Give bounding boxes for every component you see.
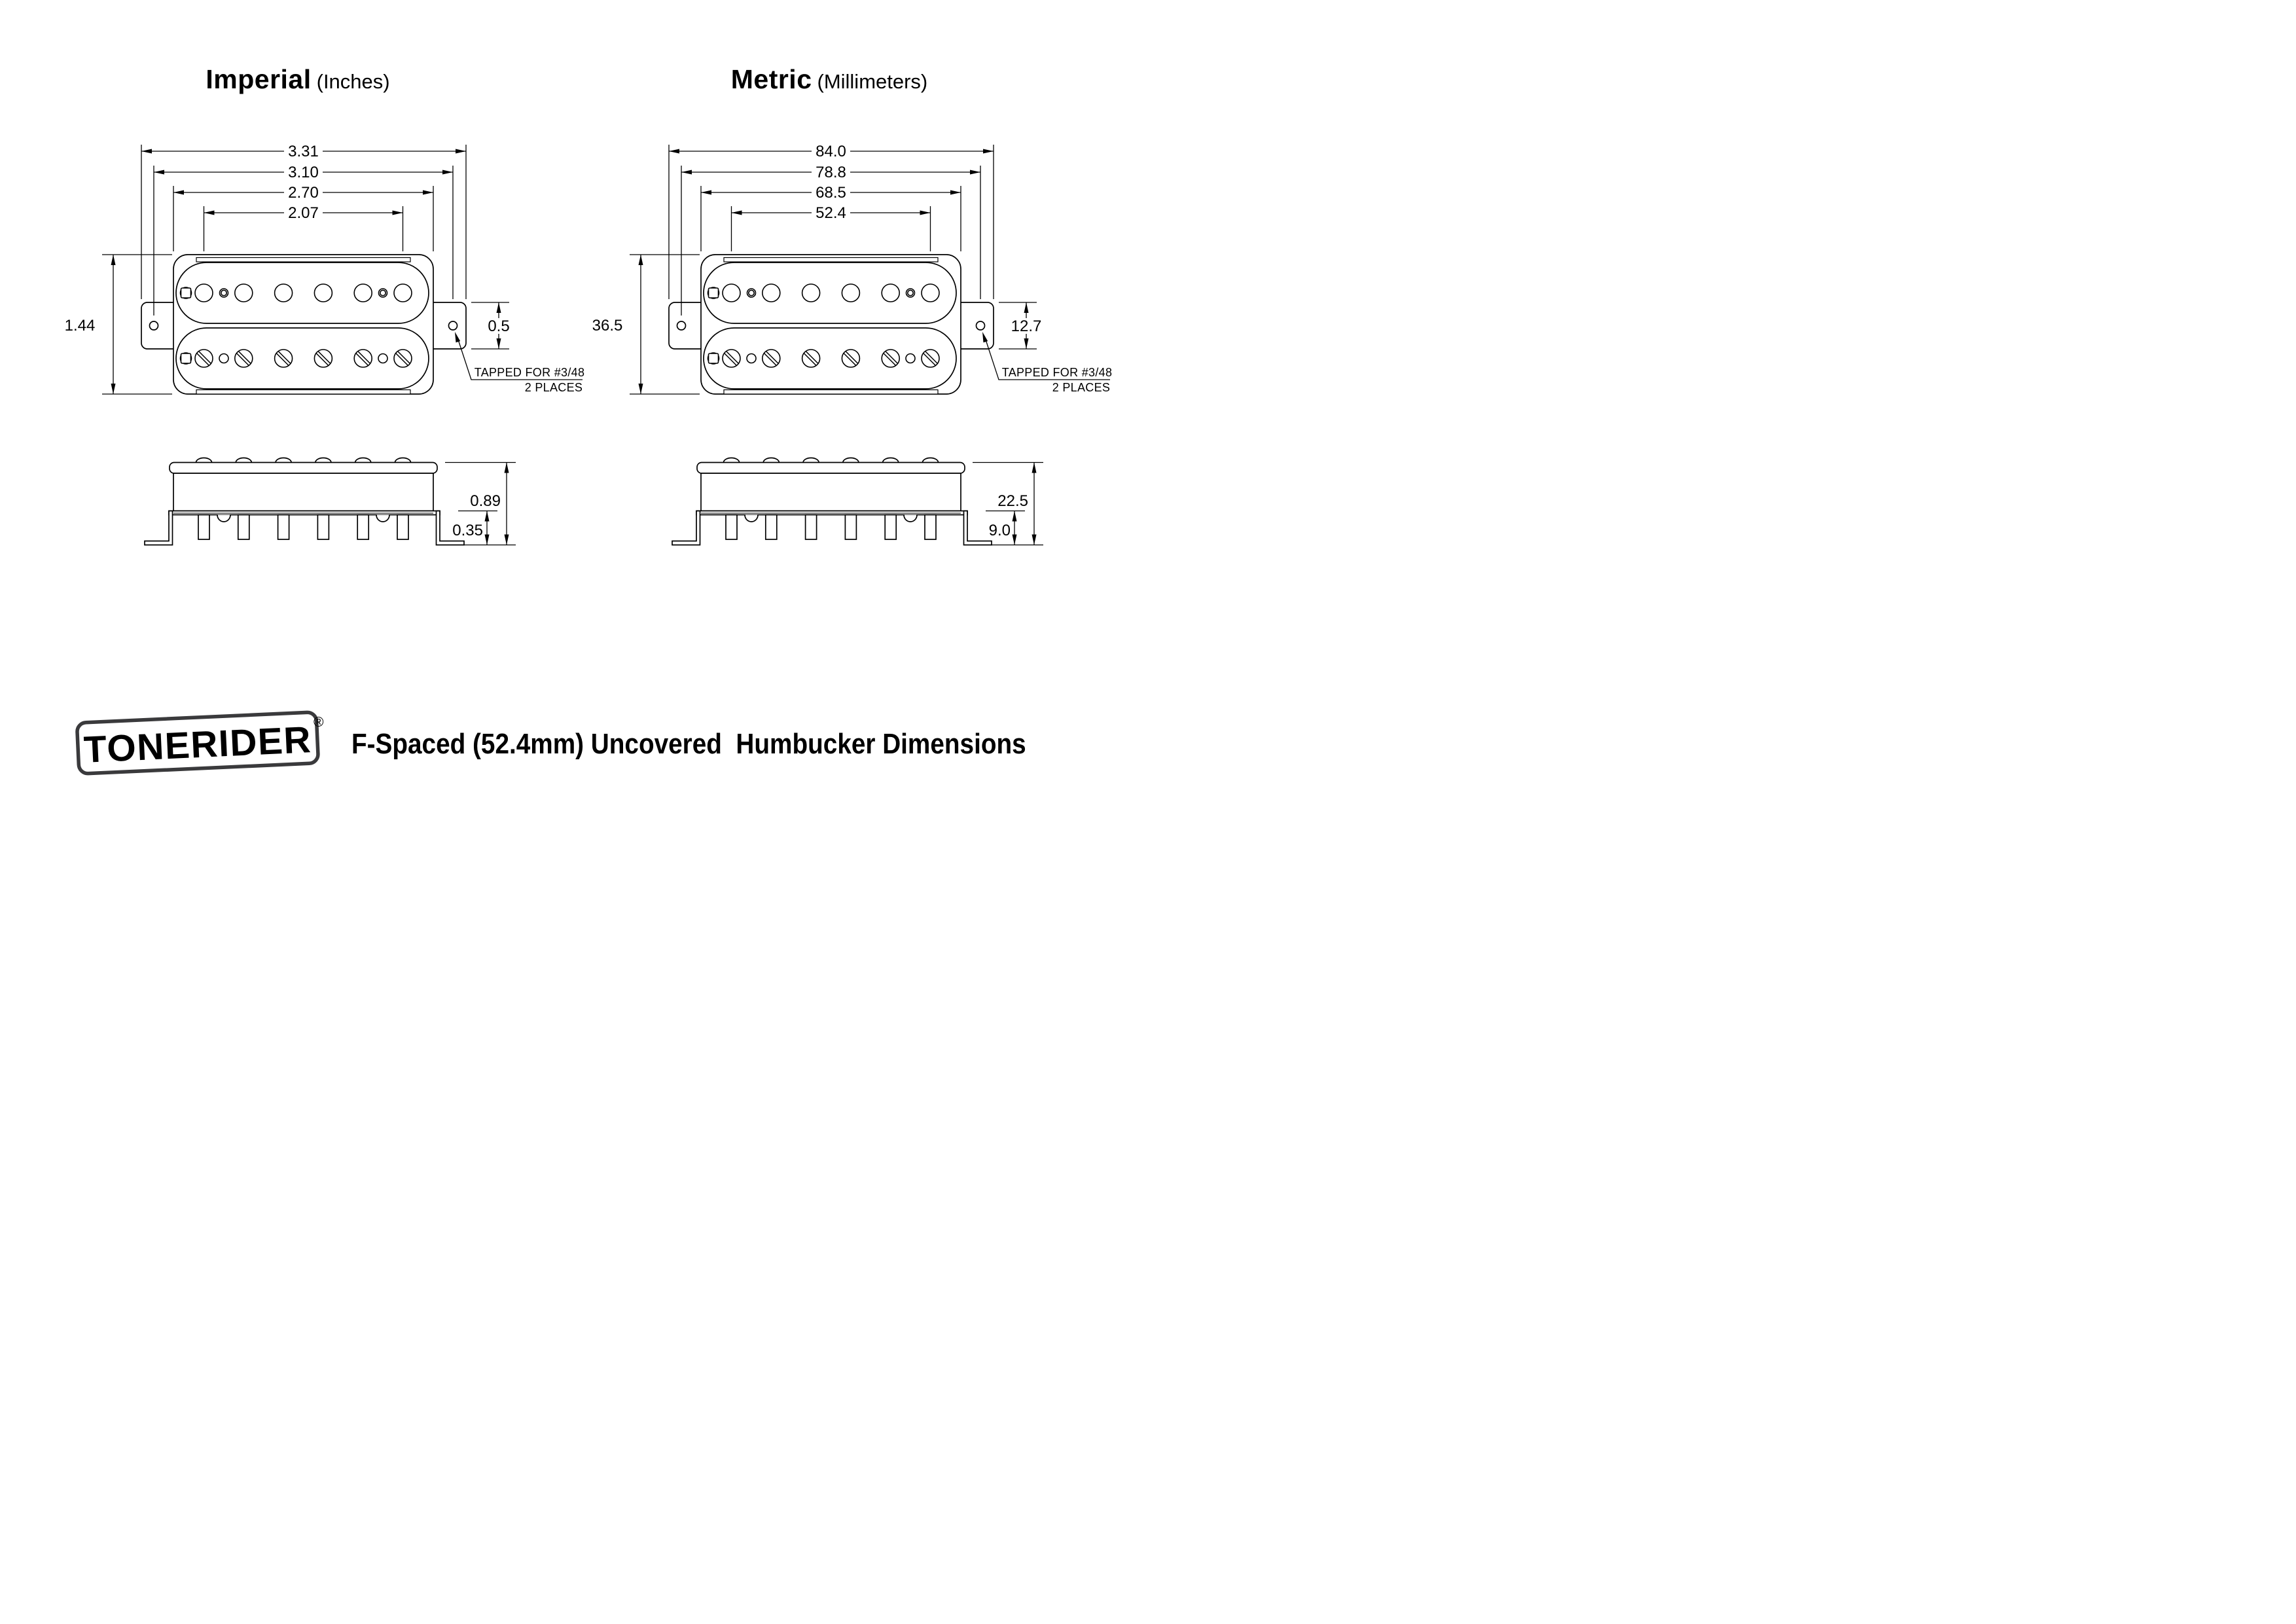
metric-dim-pole-spacing: 52.4 (816, 204, 846, 222)
metric-heading: Metric(Millimeters) (659, 64, 999, 95)
imperial-dim-overall-height: 0.89 (470, 492, 501, 510)
logo-wordmark: TONERIDER (83, 719, 313, 771)
metric-dim-body-height: 36.5 (592, 317, 623, 334)
metric-side-view: 22.5 9.0 (672, 457, 1044, 546)
metric-title: Metric (730, 64, 812, 94)
metric-tapped-note-line2: 2 PLACES (1052, 381, 1110, 394)
metric-tapped-note-line1: TAPPED FOR #3/48 (1002, 366, 1113, 379)
imperial-dim-body-width: 2.70 (288, 184, 319, 202)
metric-dim-leg-depth: 9.0 (989, 522, 1011, 539)
metric-dim-overall-width: 84.0 (816, 143, 846, 160)
registered-trademark-symbol: ® (314, 715, 324, 730)
metric-top-view: 84.0 78.8 68.5 52.4 36.5 12.7 TAPPED FOR… (592, 143, 1113, 395)
drawing-title: F-Spaced (52.4mm) Uncovered Humbucker Di… (351, 728, 1026, 760)
imperial-heading: Imperial(Inches) (128, 64, 468, 95)
metric-subtitle: (Millimeters) (817, 70, 928, 93)
imperial-side-view: 0.89 0.35 (144, 457, 516, 546)
imperial-tapped-note-line1: TAPPED FOR #3/48 (475, 366, 585, 379)
metric-dim-hole-spacing: 78.8 (816, 164, 846, 181)
imperial-dim-leg-depth: 0.35 (452, 522, 483, 539)
drawing-sheet: Imperial(Inches) Metric(Millimeters) 3.3… (0, 0, 1148, 812)
imperial-dim-overall-width: 3.31 (288, 143, 319, 160)
metric-dim-bracket-height: 12.7 (1011, 317, 1042, 335)
logo-border (75, 710, 320, 776)
imperial-title: Imperial (206, 64, 312, 94)
imperial-dim-body-height: 1.44 (65, 317, 96, 334)
imperial-dim-bracket-height: 0.5 (488, 317, 509, 335)
imperial-dim-hole-spacing: 3.10 (288, 164, 319, 181)
imperial-top-view: 3.31 3.10 2.70 2.07 1.44 0.5 TAPPED FOR … (65, 143, 585, 395)
imperial-subtitle: (Inches) (316, 70, 390, 93)
imperial-tapped-note-line2: 2 PLACES (525, 381, 583, 394)
imperial-dim-pole-spacing: 2.07 (288, 204, 319, 222)
tonerider-logo: TONERIDER ® (75, 710, 324, 776)
metric-dim-overall-height: 22.5 (997, 492, 1028, 510)
metric-dim-body-width: 68.5 (816, 184, 846, 202)
